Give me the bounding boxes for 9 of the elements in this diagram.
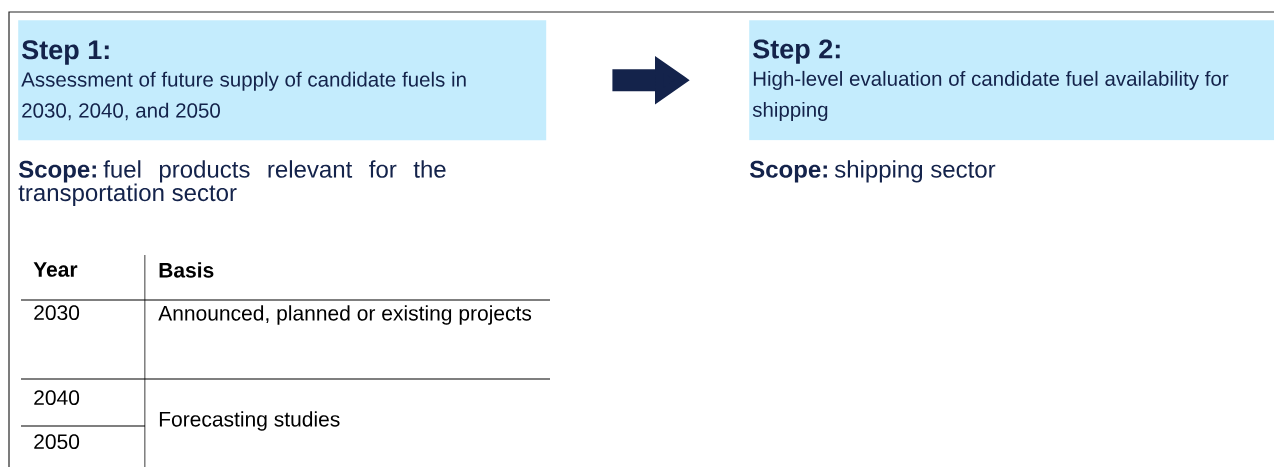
table-header: Basis — [159, 262, 214, 278]
table-text: 2040 — [34, 390, 80, 406]
step-box: Step 2: High-level evaluation of candidate fuel availability for shipping — [749, 20, 1274, 141]
step-box: Step 1: Assessment of future supply of candidate fuels in 2030, 2040, and 2050 — [18, 20, 547, 141]
table-text: Forecasting studies — [159, 411, 340, 431]
table-text: Announced, planned or existing projects — [158, 305, 532, 325]
table-text: 2050 — [34, 434, 80, 450]
table-header: Year — [33, 262, 78, 277]
table-text: 2030 — [34, 305, 80, 321]
